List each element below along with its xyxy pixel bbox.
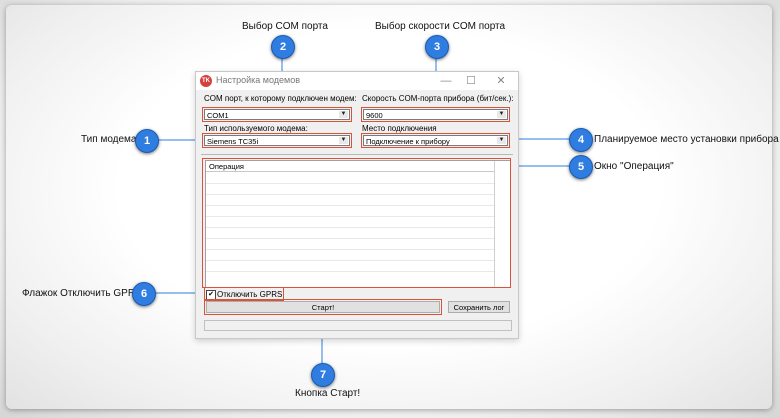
modem-type-highlight — [202, 133, 352, 148]
chevron-down-icon[interactable]: ▼ — [339, 111, 348, 118]
callout-2-badge: 2 — [271, 35, 295, 59]
speed-highlight — [361, 107, 510, 122]
app-logo-icon: TK — [200, 75, 212, 87]
list-row-divider — [206, 260, 494, 261]
start-button[interactable]: Старт! — [206, 301, 440, 313]
callout-3-badge: 3 — [425, 35, 449, 59]
callout-2-text: Выбор COM порта — [242, 21, 328, 32]
minimize-icon[interactable]: — — [440, 75, 452, 87]
modem-type-label: Тип используемого модема: — [204, 124, 308, 133]
location-highlight — [361, 133, 510, 148]
callout-6-badge: 6 — [132, 282, 156, 306]
list-row-divider — [206, 238, 494, 239]
callout-1-badge: 1 — [135, 129, 159, 153]
progress-bar — [204, 320, 512, 331]
window-titlebar[interactable]: TK Настройка модемов — ☐ ✕ — [196, 72, 518, 90]
window-title: Настройка модемов — [216, 75, 301, 85]
operations-column-divider — [494, 161, 495, 287]
com-port-value: COM1 — [207, 111, 229, 120]
com-port-highlight — [202, 107, 352, 122]
maximize-icon[interactable]: ☐ — [466, 75, 476, 87]
chevron-down-icon[interactable]: ▼ — [339, 137, 348, 144]
chevron-down-icon[interactable]: ▼ — [497, 137, 506, 144]
com-port-label: COM порт, к которому подключен модем: — [204, 94, 357, 103]
gprs-highlight — [204, 287, 284, 301]
modem-type-value: Siemens TC35i — [207, 137, 259, 146]
save-log-button[interactable]: Сохранить лог — [448, 301, 510, 313]
list-row-divider — [206, 183, 494, 184]
location-label: Место подключения — [362, 124, 437, 133]
callout-1-text: Тип модема — [81, 134, 137, 145]
com-port-select[interactable]: COM1 ▼ — [204, 109, 350, 120]
gprs-checkbox-label[interactable]: Отключить GPRS — [217, 290, 283, 299]
callout-4-text: Планируемое место установки прибора — [594, 134, 779, 145]
list-row-divider — [206, 227, 494, 228]
group-divider — [201, 154, 513, 155]
speed-select[interactable]: 9600 ▼ — [363, 109, 508, 120]
callout-5-badge: 5 — [569, 155, 593, 179]
operations-highlight — [202, 158, 511, 288]
start-highlight — [204, 299, 442, 315]
callout-4-badge: 4 — [569, 128, 593, 152]
list-row-divider — [206, 249, 494, 250]
modem-settings-window: TK Настройка модемов — ☐ ✕ COM порт, к к… — [195, 71, 519, 339]
speed-value: 9600 — [366, 111, 383, 120]
callout-5-text: Окно "Операция" — [594, 161, 674, 172]
callout-7-text: Кнопка Старт! — [295, 388, 361, 399]
modem-type-select[interactable]: Siemens TC35i ▼ — [204, 135, 350, 146]
location-select[interactable]: Подключение к прибору ▼ — [363, 135, 508, 146]
close-icon[interactable]: ✕ — [496, 75, 506, 87]
speed-label: Скорость COM-порта прибора (бит/сек.): — [362, 94, 514, 103]
list-row-divider — [206, 194, 494, 195]
callout-6-text: Флажок Отключить GPRS — [22, 288, 142, 299]
operations-header[interactable]: Операция — [206, 161, 494, 172]
callout-7-badge: 7 — [311, 363, 335, 387]
list-row-divider — [206, 216, 494, 217]
location-value: Подключение к прибору — [366, 137, 450, 146]
list-row-divider — [206, 205, 494, 206]
callout-3-text: Выбор скорости COM порта — [375, 21, 506, 32]
list-row-divider — [206, 271, 494, 272]
chevron-down-icon[interactable]: ▼ — [497, 111, 506, 118]
